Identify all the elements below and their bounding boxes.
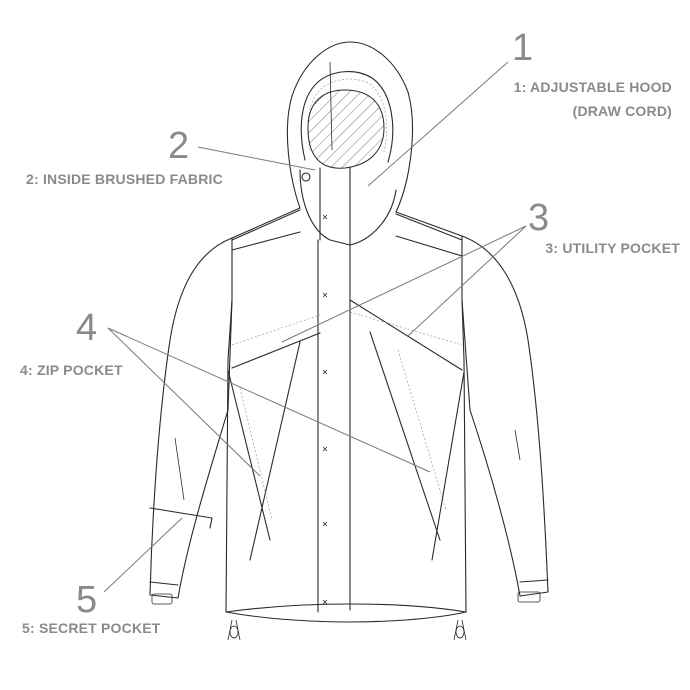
callout-label-5: 5: SECRET POCKET bbox=[22, 620, 161, 636]
leader-5 bbox=[103, 517, 183, 593]
leader-lines bbox=[103, 61, 527, 593]
leader-4b bbox=[107, 327, 431, 473]
leader-3a bbox=[281, 225, 527, 343]
callout-number-5: 5 bbox=[76, 579, 97, 621]
callout-number-3: 3 bbox=[528, 197, 549, 239]
callout-label-3: 3: UTILITY POCKET bbox=[545, 240, 680, 256]
callout-label-2: 2: INSIDE BRUSHED FABRIC bbox=[26, 171, 223, 187]
callout-number-2: 2 bbox=[168, 125, 189, 167]
leader-3b bbox=[407, 225, 527, 337]
leader-4a bbox=[107, 327, 261, 477]
callout-number-4: 4 bbox=[76, 307, 97, 349]
jacket-illustration bbox=[149, 41, 549, 641]
callout-numbers: 1 2 3 4 5 bbox=[76, 27, 549, 621]
callout-label-1-line1: 1: ADJUSTABLE HOOD bbox=[514, 79, 672, 95]
callout-number-1: 1 bbox=[512, 27, 533, 69]
leader-2 bbox=[197, 146, 316, 171]
callout-label-4: 4: ZIP POCKET bbox=[20, 362, 123, 378]
callout-label-1-line2: (DRAW CORD) bbox=[573, 103, 672, 119]
callout-labels: 1: ADJUSTABLE HOOD (DRAW CORD) 2: INSIDE… bbox=[20, 79, 680, 636]
leader-1 bbox=[367, 61, 509, 187]
